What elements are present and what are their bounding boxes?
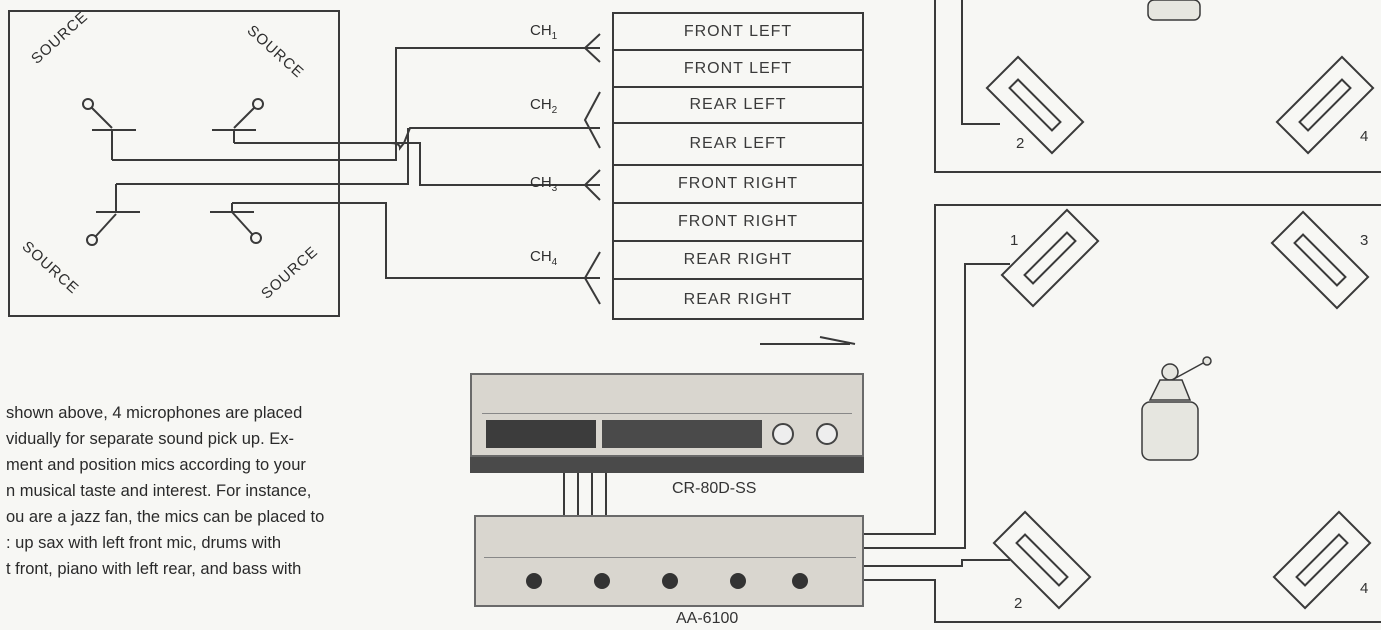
speaker-front-left: [1000, 208, 1100, 308]
speaker-number: 1: [1010, 232, 1019, 249]
speaker-top-right: [1275, 55, 1375, 155]
mic-symbol-bottom-left: [86, 184, 140, 246]
amplifier-image: [474, 515, 864, 607]
output-row: REAR LEFT: [614, 124, 862, 166]
speaker-rear-left: [992, 510, 1092, 610]
tape-deck-base: [470, 457, 864, 473]
source-box: [8, 10, 340, 317]
output-row: FRONT RIGHT: [614, 166, 862, 204]
paragraph-line: n musical taste and interest. For instan…: [6, 482, 312, 500]
amp-model-label: AA-6100: [676, 610, 739, 627]
speaker-number: 4: [1360, 128, 1369, 145]
speakers: [985, 55, 1375, 610]
paragraph-line: : up sax with left front mic, drums with: [6, 534, 282, 552]
mic-symbol-top-left: [82, 98, 136, 160]
channel-label-3: CH3: [530, 174, 558, 194]
mic-symbol-bottom-right: [210, 203, 262, 244]
paragraph-line: t front, piano with left rear, and bass …: [6, 560, 302, 578]
speaker-rear-right: [1272, 510, 1372, 610]
description-paragraph: shown above, 4 microphones are placed vi…: [6, 400, 458, 582]
output-row: FRONT RIGHT: [614, 204, 862, 242]
output-row: FRONT LEFT: [614, 51, 862, 88]
speaker-number: 3: [1360, 232, 1369, 249]
mic-symbol-top-right: [212, 98, 264, 143]
paragraph-line: ment and position mics according to your: [6, 456, 306, 474]
paragraph-line: ou are a jazz fan, the mics can be place…: [6, 508, 325, 526]
speaker-number: 4: [1360, 580, 1369, 597]
output-row: FRONT LEFT: [614, 14, 862, 51]
speaker-top-left: [985, 55, 1085, 155]
listener-figure-center: [1141, 356, 1212, 461]
output-table: FRONT LEFT FRONT LEFT REAR LEFT REAR LEF…: [612, 12, 864, 320]
tape-deck-image: [470, 373, 864, 457]
paragraph-line: shown above, 4 microphones are placed: [6, 404, 303, 422]
output-row: REAR RIGHT: [614, 242, 862, 280]
speaker-number: 2: [1016, 135, 1025, 152]
output-row: REAR RIGHT: [683, 291, 793, 308]
listener-figure-top: [1147, 0, 1201, 21]
speaker-front-right: [1270, 210, 1370, 310]
deck-model-label: CR-80D-SS: [672, 480, 757, 497]
channel-label-1: CH1: [530, 22, 558, 42]
channel-label-2: CH2: [530, 96, 558, 116]
channel-label-4: CH4: [530, 248, 558, 268]
paragraph-line: vidually for separate sound pick up. Ex-: [6, 430, 294, 448]
output-row: REAR LEFT: [614, 88, 862, 124]
speaker-number: 2: [1014, 595, 1023, 612]
